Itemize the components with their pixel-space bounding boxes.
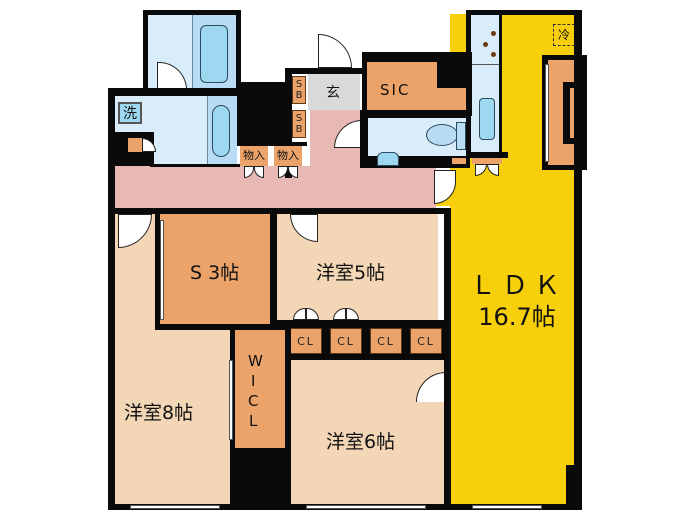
toilet-storage bbox=[452, 158, 466, 164]
outer-wall-bath-left bbox=[143, 10, 148, 94]
wall-s3-left bbox=[155, 214, 160, 330]
wall-wic-right bbox=[285, 326, 291, 510]
storage-monoire[interactable]: 物入 bbox=[274, 146, 302, 166]
service-room-sliding-door[interactable] bbox=[160, 220, 164, 320]
closet-door[interactable] bbox=[293, 308, 306, 320]
window-western-8 bbox=[130, 505, 220, 509]
outer-wall-right bbox=[574, 10, 582, 510]
kitchen-divider bbox=[471, 64, 499, 65]
shoe-box[interactable]: SB bbox=[292, 110, 306, 138]
kitchen-sink bbox=[479, 98, 495, 140]
storage-monoire[interactable]: 物入 bbox=[240, 146, 268, 166]
window-ldk bbox=[472, 505, 542, 509]
toilet-tank bbox=[456, 122, 466, 150]
closet[interactable]: CL bbox=[330, 328, 362, 354]
refrigerator-space: 冷 bbox=[553, 24, 575, 46]
wic-sliding-door[interactable] bbox=[229, 360, 233, 440]
toilet-bowl bbox=[426, 124, 458, 146]
wic-bottom-block bbox=[230, 448, 286, 510]
wall-bath-wash bbox=[108, 88, 241, 96]
sic-label: SIC bbox=[380, 81, 411, 99]
wic-label-l: L bbox=[249, 412, 258, 430]
front-door-wall bbox=[285, 68, 365, 74]
wall-s3-bottom bbox=[156, 324, 276, 330]
shoe-in-closet-ext bbox=[400, 88, 466, 110]
window-western-6 bbox=[306, 505, 426, 509]
bathtub-basin bbox=[200, 25, 228, 83]
wall-wash-bottom bbox=[150, 164, 240, 167]
washroom-label: 洗 bbox=[118, 102, 142, 124]
shoe-box[interactable]: SB bbox=[292, 76, 306, 104]
shoe-box-wall bbox=[285, 68, 292, 178]
closet-door[interactable] bbox=[333, 308, 346, 320]
toilet-hand-basin bbox=[377, 152, 399, 166]
ldk-corner-column bbox=[566, 465, 582, 510]
closet[interactable]: CL bbox=[370, 328, 402, 354]
wall-ldk-left bbox=[444, 208, 451, 510]
stove-burner bbox=[491, 31, 496, 36]
wash-basin bbox=[212, 105, 230, 157]
walk-in-closet bbox=[235, 330, 285, 448]
western-room-5-label: 洋室5帖 bbox=[316, 262, 386, 284]
shoe-box-label: SB bbox=[293, 79, 305, 101]
kitchen-storage bbox=[472, 158, 502, 164]
service-room bbox=[160, 214, 272, 326]
entrance bbox=[308, 74, 360, 110]
ldk-name-label: ＬＤＫ bbox=[469, 271, 566, 301]
western-room-8-lower bbox=[114, 330, 230, 504]
outer-wall-bath-right bbox=[236, 10, 241, 94]
built-in-sliding-door[interactable] bbox=[545, 64, 549, 162]
kitchen-lower-wall bbox=[466, 152, 508, 158]
ldk-size-label: 16.7帖 bbox=[478, 303, 556, 331]
service-room-label: S 3帖 bbox=[190, 262, 240, 284]
stove-burner bbox=[491, 52, 496, 57]
wic-label-i: I bbox=[251, 372, 256, 390]
outer-wall-top-bath bbox=[143, 10, 241, 15]
front-door[interactable] bbox=[318, 34, 352, 68]
wic-label-c: C bbox=[248, 392, 259, 410]
hallway bbox=[114, 166, 436, 208]
western-room-8-label: 洋室8帖 bbox=[124, 402, 194, 424]
shoe-box-label: SB bbox=[293, 113, 305, 135]
outer-wall-left bbox=[108, 88, 115, 510]
outer-wall-ldk-top bbox=[466, 10, 582, 15]
western-room-6 bbox=[290, 360, 446, 504]
pipe-space bbox=[237, 82, 287, 146]
closet[interactable]: CL bbox=[290, 328, 322, 354]
stove-burner bbox=[483, 42, 488, 47]
monoire-wall bbox=[237, 142, 307, 146]
entrance-label: 玄 bbox=[326, 85, 340, 101]
wall-s3-right bbox=[270, 214, 277, 330]
wic-label-w: W bbox=[248, 352, 263, 370]
closet[interactable]: CL bbox=[410, 328, 442, 354]
wall-hall-bottom bbox=[108, 208, 450, 214]
washroom-small-storage bbox=[128, 138, 142, 152]
western-room-6-label: 洋室6帖 bbox=[326, 431, 396, 453]
